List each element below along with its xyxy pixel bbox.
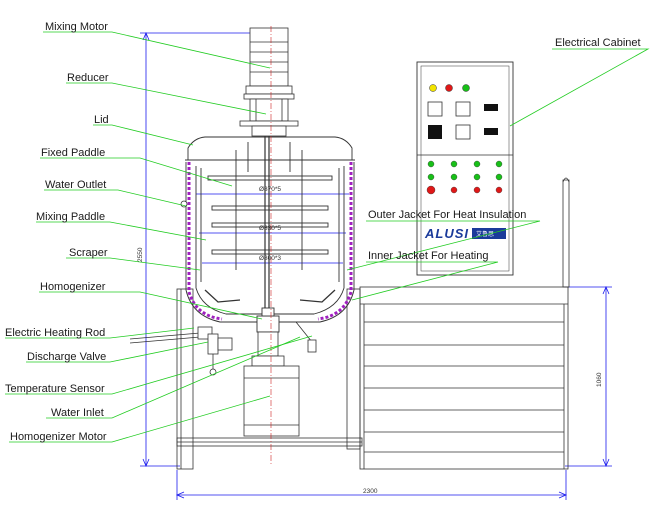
- label-outer-jacket: Outer Jacket For Heat Insulation: [368, 209, 526, 221]
- brand-logo: ALUSI 艾鲁思: [424, 226, 506, 241]
- label-inner-jacket: Inner Jacket For Heating: [368, 250, 488, 262]
- meter-4: [428, 125, 442, 139]
- meter-1: [427, 101, 443, 117]
- dimension-lines: [140, 31, 612, 500]
- dim-frame-height: 1060: [596, 372, 603, 387]
- label-scraper: Scraper: [69, 247, 108, 259]
- part-labels: Mixing Motor Reducer Lid Fixed Paddle Wa…: [5, 21, 641, 443]
- indicator-yellow: [429, 84, 437, 92]
- label-mixing-paddle: Mixing Paddle: [36, 211, 105, 223]
- dim-total-width: 2300: [363, 488, 378, 495]
- dim-diameter-1: Ø870*5: [259, 186, 281, 193]
- label-water-outlet: Water Outlet: [45, 179, 106, 191]
- dim-total-height: 2550: [137, 247, 144, 262]
- indicator-green: [462, 84, 470, 92]
- svg-text:艾鲁思: 艾鲁思: [476, 230, 494, 238]
- mixing-motor-assembly: [239, 27, 299, 137]
- dimension-text: 2550 1060 2300 Ø870*5 Ø830*5 Ø800*3: [137, 186, 603, 495]
- label-fixed-paddle: Fixed Paddle: [41, 147, 105, 159]
- label-temperature-sensor: Temperature Sensor: [5, 383, 105, 395]
- label-reducer: Reducer: [67, 72, 109, 84]
- leader-lines: [5, 31, 650, 443]
- label-homogenizer-motor: Homogenizer Motor: [10, 431, 107, 443]
- label-electrical-cabinet: Electrical Cabinet: [555, 37, 641, 49]
- dim-diameter-3: Ø800*3: [259, 255, 281, 262]
- button-grid: [426, 160, 503, 195]
- support-frame: [176, 177, 570, 470]
- meter-3: [484, 104, 498, 111]
- dim-diameter-2: Ø830*5: [259, 225, 281, 232]
- label-homogenizer: Homogenizer: [40, 281, 106, 293]
- label-discharge-valve: Discharge Valve: [27, 351, 106, 363]
- label-water-inlet: Water Inlet: [51, 407, 104, 419]
- vessel: [185, 136, 355, 333]
- svg-text:ALUSI: ALUSI: [424, 226, 469, 241]
- indicator-red: [445, 84, 453, 92]
- meter-5: [455, 124, 471, 140]
- meter-2: [455, 101, 471, 117]
- electrical-cabinet: ALUSI 艾鲁思: [416, 61, 514, 276]
- discharge-valve-assembly: [129, 200, 317, 376]
- meter-6: [484, 128, 498, 135]
- label-electric-heating-rod: Electric Heating Rod: [5, 327, 105, 339]
- label-mixing-motor: Mixing Motor: [45, 21, 108, 33]
- label-lid: Lid: [94, 114, 109, 126]
